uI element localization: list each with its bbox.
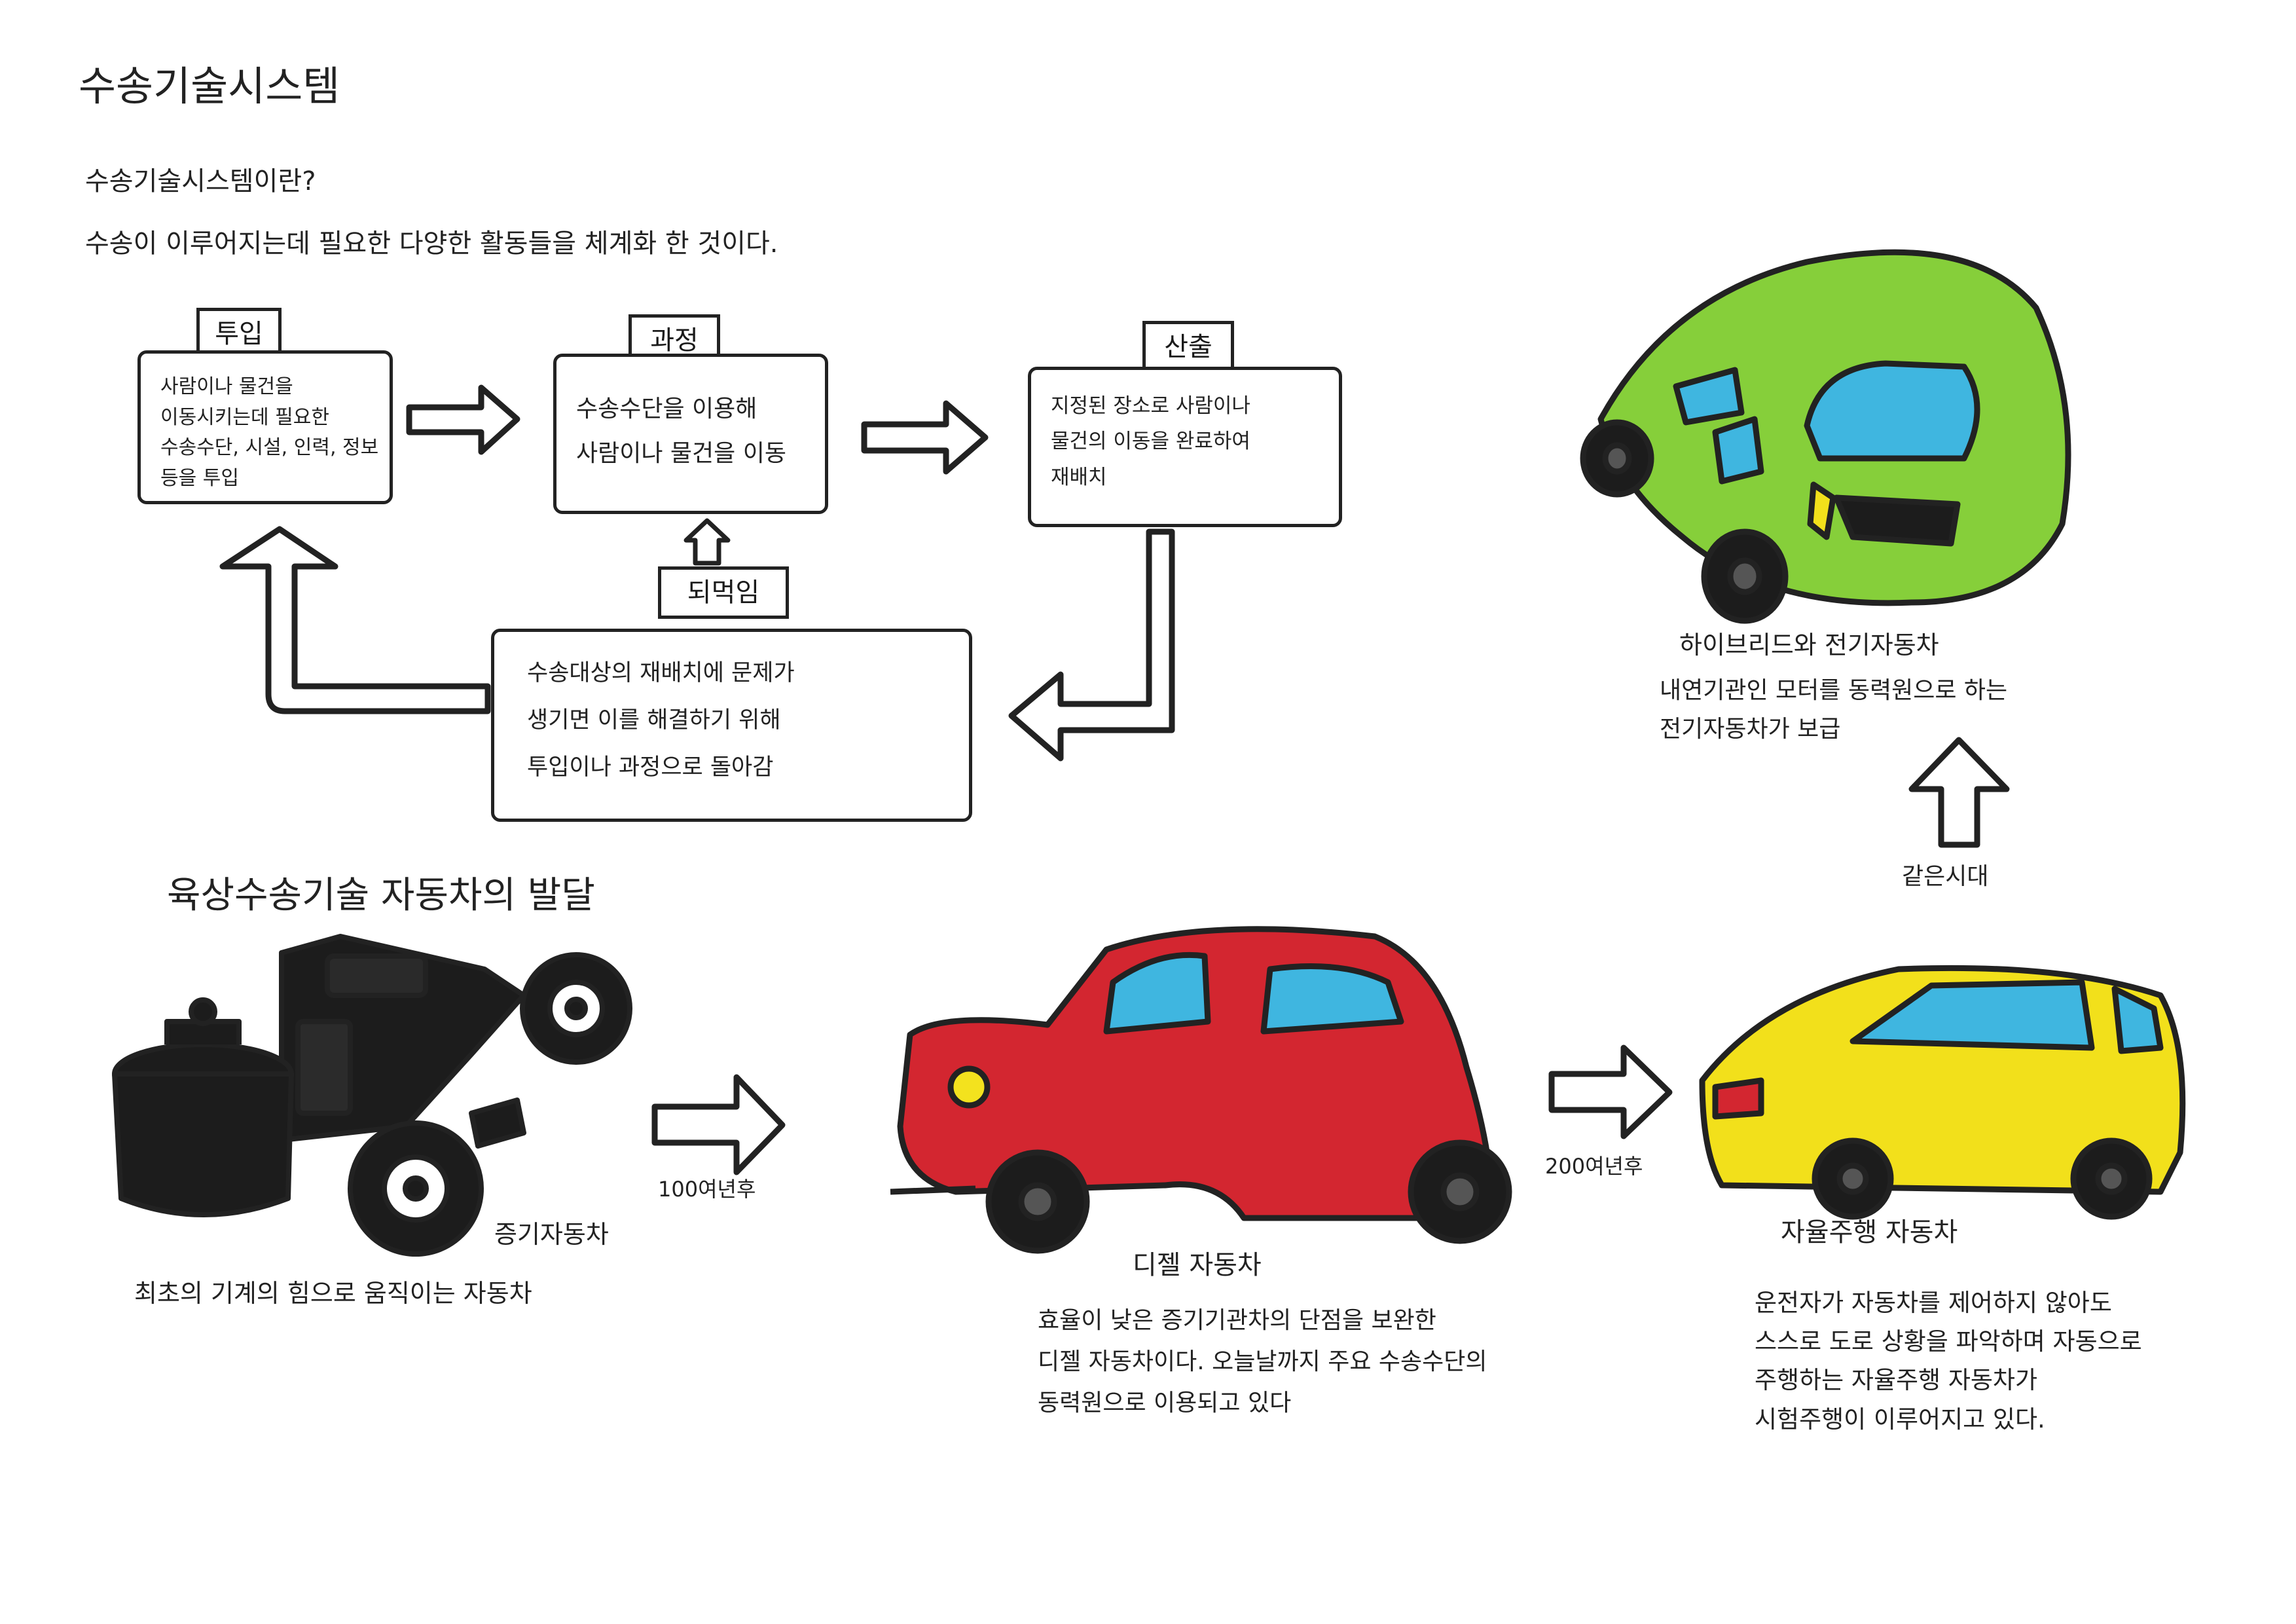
autonomous-car-name: 자율주행 자동차 bbox=[1781, 1217, 1958, 1247]
input-box-text: 사람이나 물건을 이동시키는데 필요한 수송수단, 시설, 인력, 정보 등을 … bbox=[160, 375, 379, 490]
hybrid-car-illustration bbox=[1580, 249, 2071, 624]
arrow-autonomous-to-hybrid bbox=[1908, 737, 2010, 848]
section-title-car-development: 육상수송기술 자동차의 발달 bbox=[167, 874, 595, 917]
arrow-input-to-process bbox=[406, 384, 520, 455]
input-box: 사람이나 물건을 이동시키는데 필요한 수송수단, 시설, 인력, 정보 등을 … bbox=[137, 350, 393, 504]
feedback-box: 수송대상의 재배치에 문제가 생기면 이를 해결하기 위해 투입이나 과정으로 … bbox=[491, 629, 972, 822]
steam-car-illustration bbox=[112, 934, 632, 1257]
arrow-feedback-to-input bbox=[219, 526, 491, 714]
hybrid-car-name: 하이브리드와 전기자동차 bbox=[1679, 631, 1939, 659]
gap-label-200: 200여년후 bbox=[1545, 1154, 1643, 1179]
diesel-car-illustration bbox=[890, 926, 1512, 1254]
page-title: 수송기술시스템 bbox=[79, 62, 340, 110]
steam-car-desc: 최초의 기계의 힘으로 움직이는 자동차 bbox=[134, 1279, 532, 1308]
autonomous-car-desc: 운전자가 자동차를 제어하지 않아도 스스로 도로 상황을 파악하며 자동으로 … bbox=[1755, 1289, 2142, 1433]
gap-label-100: 100여년후 bbox=[658, 1177, 756, 1202]
feedback-box-text: 수송대상의 재배치에 문제가 생기면 이를 해결하기 위해 투입이나 과정으로 … bbox=[527, 660, 795, 781]
arrow-process-to-output bbox=[861, 400, 989, 475]
hybrid-car-desc: 내연기관인 모터를 동력원으로 하는 전기자동차가 보급 bbox=[1660, 677, 2008, 743]
output-box: 지정된 장소로 사람이나 물건의 이동을 완료하여 재배치 bbox=[1028, 367, 1342, 527]
arrow-feedback-to-process bbox=[683, 518, 731, 566]
arrow-steam-to-diesel bbox=[651, 1074, 786, 1175]
diesel-car-desc: 효율이 낮은 증기기관차의 단점을 보완한 디젤 자동차이다. 오늘날까지 주요… bbox=[1038, 1307, 1487, 1416]
output-box-text: 지정된 장소로 사람이나 물건의 이동을 완료하여 재배치 bbox=[1051, 394, 1250, 489]
question-text: 수송기술시스템이란? bbox=[85, 166, 316, 196]
feedback-tag: 되먹임 bbox=[658, 566, 789, 619]
definition-text: 수송이 이루어지는데 필요한 다양한 활동들을 체계화 한 것이다. bbox=[85, 229, 778, 259]
autonomous-car-illustration bbox=[1699, 965, 2186, 1220]
output-tag: 산출 bbox=[1142, 321, 1234, 373]
diesel-car-name: 디젤 자동차 bbox=[1133, 1250, 1262, 1280]
same-era-label: 같은시대 bbox=[1902, 863, 1989, 890]
steam-car-name: 증기자동차 bbox=[494, 1220, 609, 1249]
arrow-diesel-to-autonomous bbox=[1548, 1044, 1673, 1139]
process-box: 수송수단을 이용해 사람이나 물건을 이동 bbox=[553, 354, 828, 514]
process-box-text: 수송수단을 이용해 사람이나 물건을 이동 bbox=[576, 396, 786, 468]
arrow-output-to-feedback bbox=[1008, 528, 1175, 762]
